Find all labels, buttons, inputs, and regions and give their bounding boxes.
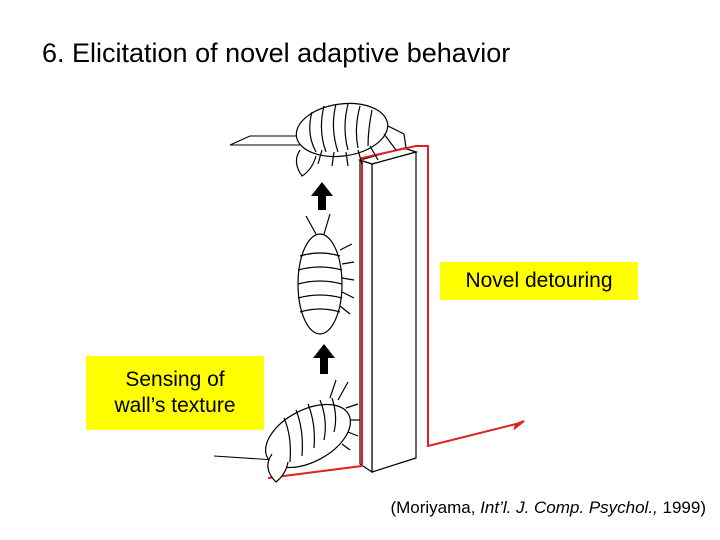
pill-bug-bottom-icon (264, 379, 360, 483)
novel-detouring-label: Novel detouring (440, 262, 638, 300)
up-arrow-lower (313, 344, 335, 374)
citation: (Moriyama, Int’l. J. Comp. Psychol., 199… (390, 498, 706, 518)
citation-prefix: (Moriyama, (390, 498, 481, 517)
wall-texture-line1: Sensing of (125, 368, 225, 391)
citation-journal: Int’l. J. Comp. Psychol., (480, 498, 658, 517)
novel-detouring-text: Novel detouring (465, 269, 613, 292)
pill-bug-top-icon (295, 102, 407, 177)
wall-pillar (357, 147, 419, 474)
citation-suffix: 1999) (657, 498, 706, 517)
floor-line (213, 455, 276, 461)
up-arrow-upper (311, 182, 333, 210)
pill-bug-middle-icon (297, 213, 355, 335)
slide-title: 6. Elicitation of novel adaptive behavio… (42, 38, 511, 68)
wall-texture-line2: wall’s texture (114, 394, 236, 417)
wall-texture-label: Sensing of wall’s texture (86, 356, 264, 430)
detour-path (267, 145, 525, 479)
